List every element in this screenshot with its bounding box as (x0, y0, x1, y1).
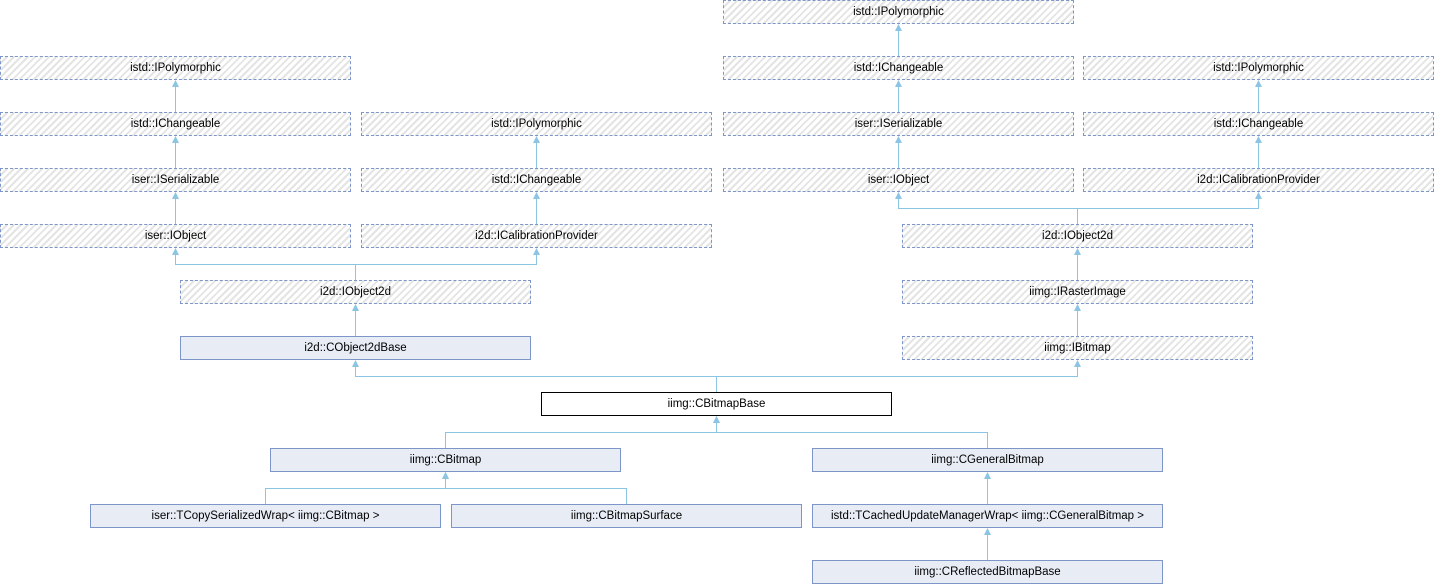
arrowhead-icon (895, 24, 902, 31)
class-node-label: istd::IPolymorphic (1213, 62, 1304, 74)
class-node-label: iimg::IRasterImage (1029, 286, 1126, 298)
class-node-label: istd::IPolymorphic (130, 62, 221, 74)
arrowhead-icon (1255, 80, 1262, 87)
class-node-cal-a[interactable]: i2d::ICalibrationProvider (361, 224, 712, 248)
class-node-chg-a[interactable]: istd::IChangeable (0, 112, 351, 136)
class-node-label: iimg::CReflectedBitmapBase (914, 566, 1061, 578)
arrowhead-icon (172, 192, 179, 199)
class-node-chg-c[interactable]: istd::IChangeable (361, 168, 712, 192)
class-node-chg-d[interactable]: istd::IChangeable (1083, 112, 1434, 136)
class-node-label: i2d::IObject2d (1042, 230, 1113, 242)
class-node-label: iser::ISerializable (131, 174, 220, 186)
class-node-label: i2d::IObject2d (320, 286, 391, 298)
class-node-poly-c[interactable]: istd::IPolymorphic (361, 112, 712, 136)
arrowhead-icon (1074, 248, 1081, 255)
class-node-poly-a[interactable]: istd::IPolymorphic (723, 0, 1074, 24)
class-node-cobj2d[interactable]: i2d::CObject2dBase (180, 336, 531, 360)
inheritance-edge (445, 477, 627, 504)
arrowhead-icon (1255, 136, 1262, 143)
arrowhead-icon (352, 360, 359, 367)
class-node-label: i2d::ICalibrationProvider (475, 230, 598, 242)
class-node-label: iser::TCopySerializedWrap< iimg::CBitmap… (151, 510, 380, 522)
class-node-cal-b[interactable]: i2d::ICalibrationProvider (1083, 168, 1434, 192)
inheritance-edge (355, 365, 717, 392)
arrowhead-icon (984, 528, 991, 535)
arrowhead-icon (533, 136, 540, 143)
inheritance-edge (445, 421, 717, 448)
class-node-label: i2d::CObject2dBase (304, 342, 407, 354)
class-node-raster[interactable]: iimg::IRasterImage (902, 280, 1253, 304)
arrowhead-icon (352, 304, 359, 311)
class-node-label: iser::ISerializable (854, 118, 943, 130)
class-node-label: i2d::ICalibrationProvider (1197, 174, 1320, 186)
arrowhead-icon (1255, 192, 1262, 199)
class-node-poly-b[interactable]: istd::IPolymorphic (0, 56, 351, 80)
class-node-cgeneral[interactable]: iimg::CGeneralBitmap (812, 448, 1163, 472)
class-node-label: istd::IChangeable (491, 174, 582, 186)
arrowhead-icon (533, 192, 540, 199)
class-node-label: istd::IChangeable (1213, 118, 1304, 130)
arrowhead-icon (984, 472, 991, 479)
class-node-label: iimg::CGeneralBitmap (931, 454, 1044, 466)
class-node-obj-b[interactable]: iser::IObject (723, 168, 1074, 192)
class-node-ser-a[interactable]: iser::ISerializable (0, 168, 351, 192)
class-node-label: istd::IPolymorphic (491, 118, 582, 130)
arrowhead-icon (442, 472, 449, 479)
class-node-cbitmap[interactable]: iimg::CBitmap (270, 448, 621, 472)
class-node-label: iimg::CBitmapSurface (570, 510, 683, 522)
class-node-label: iimg::CBitmap (409, 454, 482, 466)
class-node-o2d-b[interactable]: i2d::IObject2d (902, 224, 1253, 248)
class-node-label: iser::IObject (144, 230, 207, 242)
arrowhead-icon (172, 80, 179, 87)
class-node-ibitmap[interactable]: iimg::IBitmap (902, 336, 1253, 360)
arrowhead-icon (172, 248, 179, 255)
inheritance-edge (355, 253, 537, 280)
class-node-obj-a[interactable]: iser::IObject (0, 224, 351, 248)
class-node-o2d-a[interactable]: i2d::IObject2d (180, 280, 531, 304)
class-node-surface[interactable]: iimg::CBitmapSurface (451, 504, 802, 528)
arrowhead-icon (895, 136, 902, 143)
inheritance-edge (175, 253, 356, 280)
class-node-label: istd::TCachedUpdateManagerWrap< iimg::CG… (831, 510, 1144, 522)
class-node-chg-b[interactable]: istd::IChangeable (723, 56, 1074, 80)
arrowhead-icon (713, 416, 720, 423)
inheritance-edge (1077, 197, 1259, 224)
arrowhead-icon (172, 136, 179, 143)
class-node-ser-b[interactable]: iser::ISerializable (723, 112, 1074, 136)
inheritance-edge (716, 365, 1078, 392)
class-node-label: istd::IChangeable (130, 118, 221, 130)
class-node-tcopy[interactable]: iser::TCopySerializedWrap< iimg::CBitmap… (90, 504, 441, 528)
class-node-label: iimg::IBitmap (1044, 342, 1111, 354)
class-node-label: iimg::CBitmapBase (667, 398, 766, 410)
class-node-tcached[interactable]: istd::TCachedUpdateManagerWrap< iimg::CG… (812, 504, 1163, 528)
inheritance-edge (265, 477, 446, 504)
arrowhead-icon (1074, 360, 1081, 367)
class-node-poly-d[interactable]: istd::IPolymorphic (1083, 56, 1434, 80)
arrowhead-icon (533, 248, 540, 255)
arrowhead-icon (895, 192, 902, 199)
class-node-label: istd::IChangeable (853, 62, 944, 74)
arrowhead-icon (1074, 304, 1081, 311)
class-node-label: istd::IPolymorphic (853, 6, 944, 18)
class-node-label: iser::IObject (867, 174, 930, 186)
class-node-reflected[interactable]: iimg::CReflectedBitmapBase (812, 560, 1163, 584)
inheritance-edge (716, 421, 988, 448)
class-node-cbitmapbase: iimg::CBitmapBase (541, 392, 892, 416)
arrowhead-icon (895, 80, 902, 87)
inheritance-edge (898, 197, 1078, 224)
